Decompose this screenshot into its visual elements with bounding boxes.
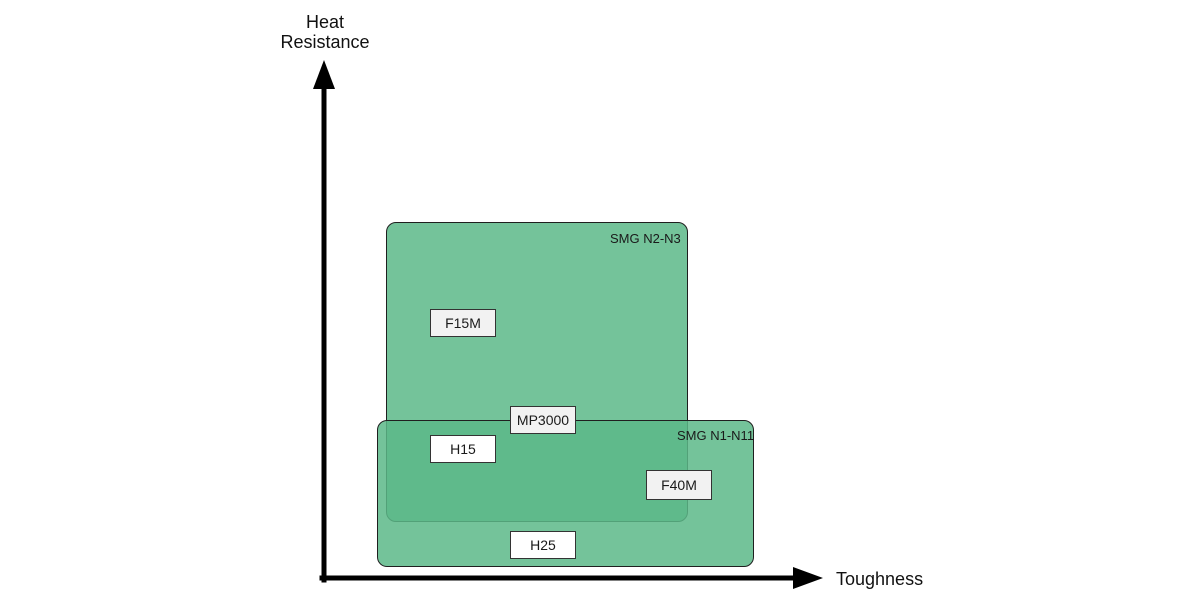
region-label-smg-n1-n11: SMG N1-N11 (677, 428, 755, 443)
material-tag-f40m: F40M (646, 470, 712, 500)
material-tag-mp3000: MP3000 (510, 406, 576, 434)
material-tag-f15m: F15M (430, 309, 496, 337)
x-axis-label: Toughness (836, 569, 924, 589)
material-tag-h25: H25 (510, 531, 576, 559)
y-axis-label-line1: Heat (305, 12, 345, 32)
y-axis-label: Heat Resistance (276, 12, 374, 52)
y-axis-label-line2: Resistance (280, 32, 370, 52)
y-axis-arrowhead (313, 60, 335, 89)
region-label-smg-n2-n3: SMG N2-N3 (610, 231, 681, 246)
x-axis-arrowhead (793, 567, 823, 589)
material-tag-h15: H15 (430, 435, 496, 463)
